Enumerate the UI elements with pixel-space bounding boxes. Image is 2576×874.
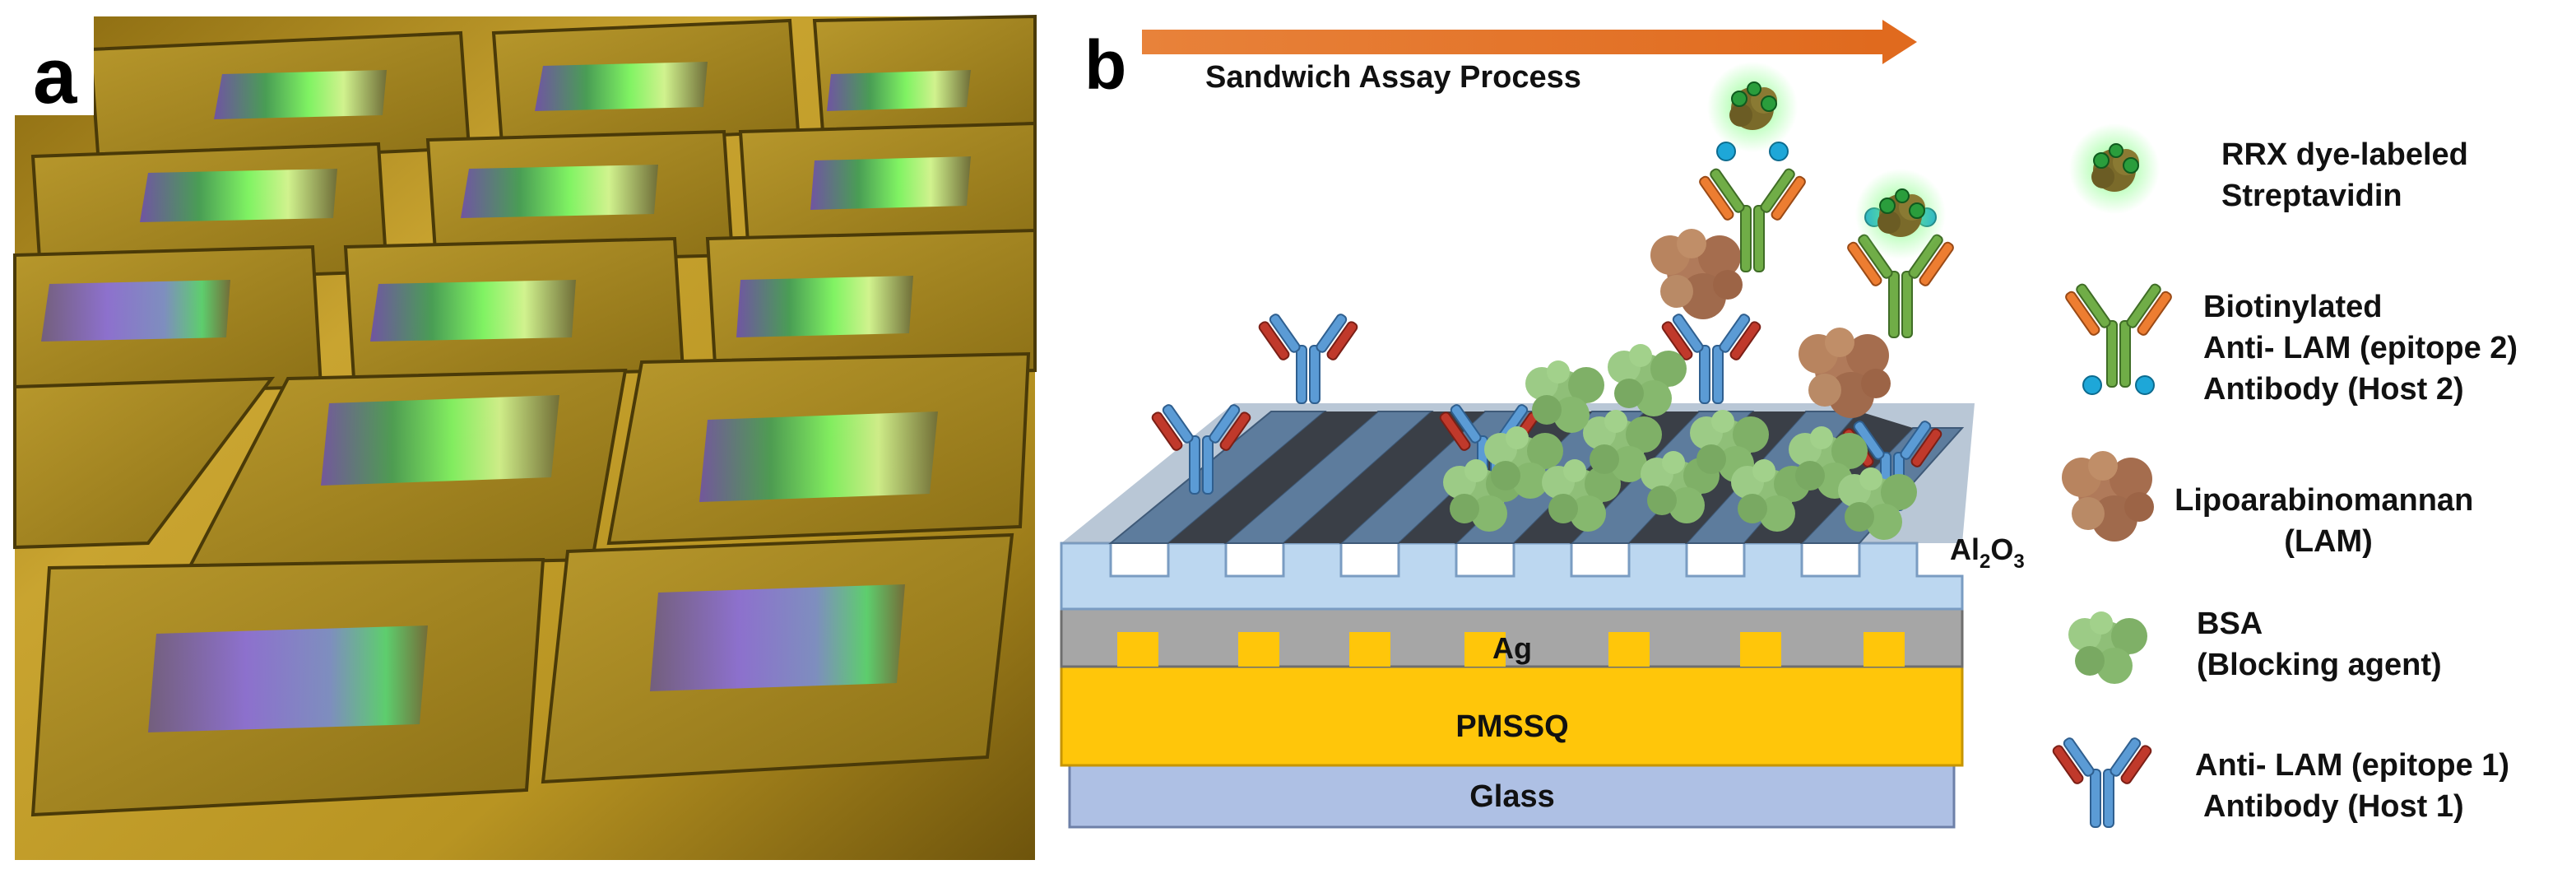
panel-b-schematic: b Sandwich Assay Process [1060, 20, 2527, 829]
svg-text:RRX dye-labeled Stre: RRX dye-labeled Streptavidin [2221, 137, 2476, 213]
pmssq-grating-teeth [1117, 632, 1905, 667]
svg-text:BSA (Blocking agent): BSA (Blocking agent) [2197, 607, 2442, 682]
svg-text:Lipoarabinomannan (L: Lipoarabinomannan (LAM) [2175, 483, 2482, 559]
svg-text:Al2O3: Al2O3 [1950, 532, 2025, 573]
diffraction-windows [41, 62, 971, 732]
ag-label: Ag [1492, 631, 1532, 665]
legend-item-lam: Lipoarabinomannan (LAM) [2062, 451, 2482, 559]
legend-item-streptavidin: RRX dye-labeled Streptavidin [2068, 123, 2476, 215]
streptavidin-icon [2068, 123, 2161, 215]
process-arrow-label: Sandwich Assay Process [1205, 60, 1581, 95]
al2o3-layer [1060, 542, 1964, 611]
antibody-icon [2050, 736, 2154, 828]
glass-label: Glass [1469, 779, 1555, 814]
legend-item-bsa: BSA (Blocking agent) [2068, 607, 2442, 684]
al2o3-label: Al2O3 [1950, 532, 2025, 573]
legend-item-capture-antibody: Anti- LAM (epitope 1) Antibody (Host 1) [2050, 736, 2518, 828]
process-arrow [1142, 20, 1917, 64]
bsa-icon [2068, 611, 2147, 684]
legend-item-biotinylated-antibody: Biotinylated Anti- LAM (epitope 2) Antib… [2063, 281, 2527, 407]
pmssq-label: PMSSQ [1455, 709, 1568, 744]
panel-a-photo: a [13, 14, 1037, 860]
panel-b-letter: b [1084, 26, 1126, 104]
panel-a-label-bg [15, 16, 94, 115]
biotinylated-antibody-icon [2063, 281, 2174, 388]
svg-text:Biotinylated Anti- L: Biotinylated Anti- LAM (epitope 2) Antib… [2203, 290, 2527, 407]
panel-a-letter: a [33, 32, 77, 120]
lam-icon [2062, 451, 2154, 542]
legend: RRX dye-labeled Streptavidin Biotinylate… [2050, 123, 2527, 828]
svg-text:Anti- LAM (epitope 1): Anti- LAM (epitope 1) Antibody (Host 1) [2195, 748, 2518, 824]
